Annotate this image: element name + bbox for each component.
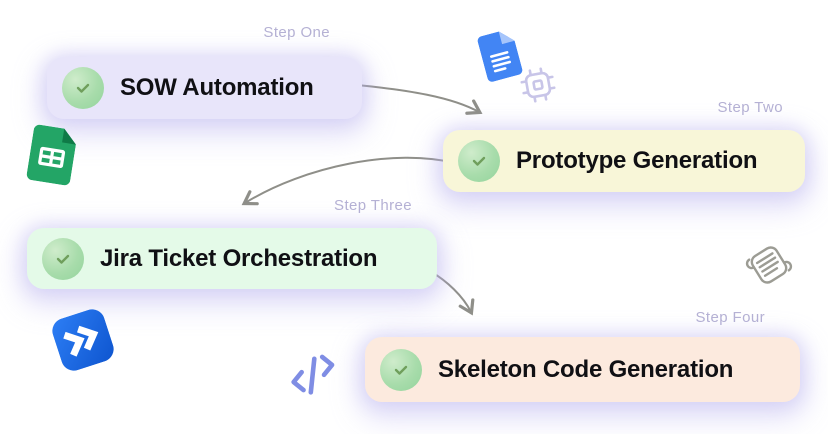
check-circle-icon [42, 237, 84, 280]
check-circle-icon [380, 348, 422, 391]
step-label-four: Step Four [695, 309, 765, 326]
check-circle-icon [62, 67, 104, 109]
step-label-one: Step One [263, 24, 330, 41]
step-title: Prototype Generation [516, 147, 758, 174]
step-pill-prototype-generation: Prototype Generation [443, 130, 805, 192]
check-circle-icon [458, 140, 500, 182]
google-docs-icon [477, 31, 523, 82]
step-title: SOW Automation [120, 74, 314, 101]
step-title: Skeleton Code Generation [438, 355, 734, 383]
step-pill-sow-automation: SOW Automation [47, 57, 362, 119]
step-pill-skeleton-code-generation: Skeleton Code Generation [365, 337, 800, 402]
code-brackets-icon [291, 354, 335, 395]
jira-icon [52, 309, 114, 371]
step-pill-jira-ticket-orchestration: Jira Ticket Orchestration [27, 228, 437, 289]
arrow-step1-to-step2 [356, 84, 483, 115]
step-label-two: Step Two [717, 99, 783, 116]
step-label-three: Step Three [334, 197, 412, 214]
script-scroll-icon [745, 246, 793, 284]
step-title: Jira Ticket Orchestration [100, 244, 378, 272]
cpu-chip-icon [520, 67, 556, 103]
google-sheets-icon [26, 124, 76, 186]
